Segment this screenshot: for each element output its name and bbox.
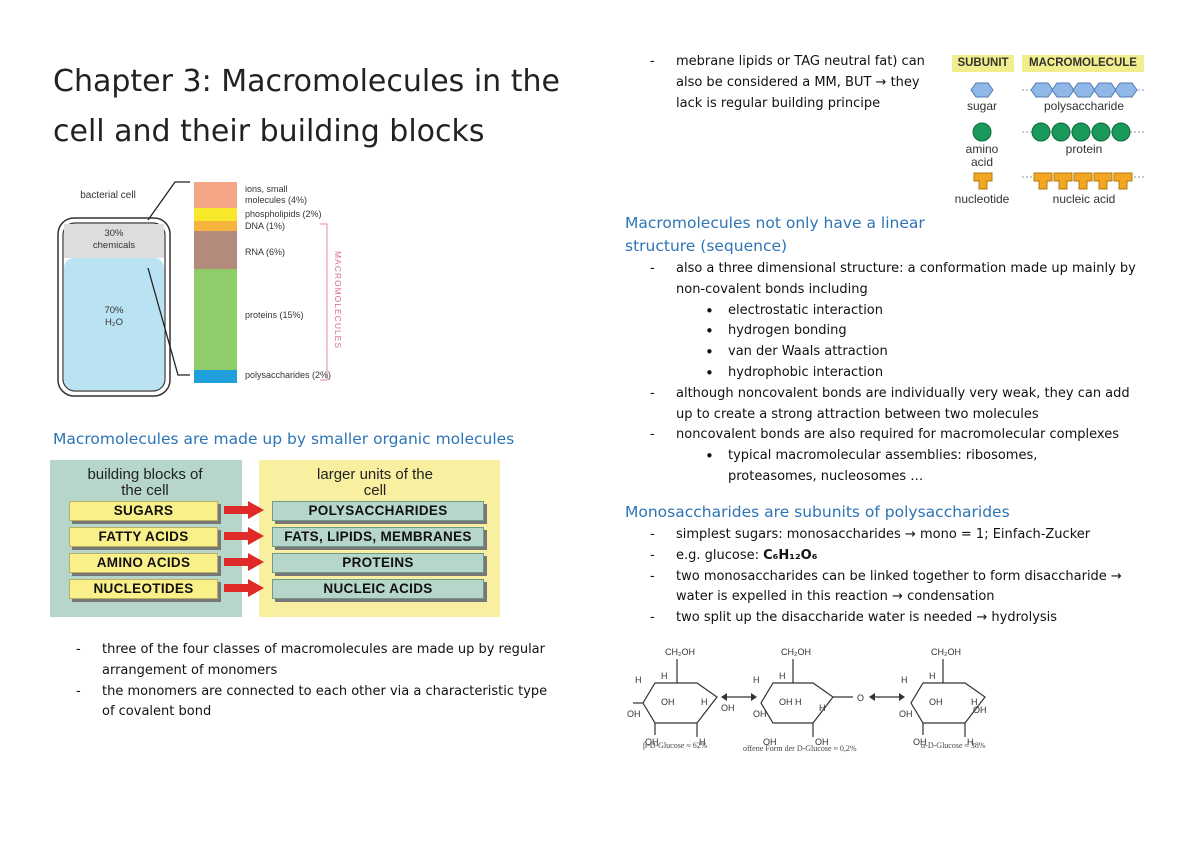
caption-open-form: offene Form der D-Glucose ≈ 0,2% bbox=[743, 744, 857, 753]
svg-text:OH: OH bbox=[973, 705, 987, 715]
section-heading-monosaccharides: Monosaccharides are subunits of polysacc… bbox=[625, 503, 1010, 521]
list-item: simplest sugars: monosaccharides → mono … bbox=[650, 525, 1145, 546]
subunit-header: SUBUNIT bbox=[952, 55, 1014, 72]
subunit-nucleotide: nucleotide bbox=[954, 192, 1010, 206]
unit-fats-lipids-membranes: FATS, LIPIDS, MEMBRANES bbox=[272, 527, 484, 547]
list-item: hydrophobic interaction bbox=[650, 363, 1145, 384]
list-item: typical macromolecular assemblies: ribos… bbox=[650, 446, 1145, 488]
caption-alpha-glucose: α-D-Glucose ≈ 38% bbox=[921, 741, 986, 750]
page-title: Chapter 3: Macromolecules in the cell an… bbox=[53, 64, 560, 149]
glucose-prefix: e.g. glucose: bbox=[676, 547, 764, 563]
svg-text:H: H bbox=[699, 737, 706, 747]
svg-text:OH: OH bbox=[627, 709, 641, 719]
water-label: H₂O bbox=[105, 317, 123, 328]
red-arrow-icon bbox=[224, 501, 264, 519]
svg-text:H: H bbox=[779, 671, 786, 681]
glucose-formula: C₆H₁₂O₆ bbox=[763, 547, 818, 563]
svg-text:OH: OH bbox=[645, 737, 659, 747]
macromolecule-header: MACROMOLECULE bbox=[1022, 55, 1144, 72]
list-item: although noncovalent bonds are individua… bbox=[650, 384, 1145, 426]
block-sugars: SUGARS bbox=[69, 501, 218, 521]
red-arrow-icon bbox=[224, 553, 264, 571]
svg-text:H: H bbox=[661, 671, 668, 681]
larger-units-header: larger units of the cell bbox=[317, 466, 433, 499]
row-label-dna: DNA (1%) bbox=[245, 221, 286, 231]
list-item: two split up the disaccharide water is n… bbox=[650, 608, 1145, 629]
row-label-proteins: proteins (15%) bbox=[245, 310, 304, 320]
row-label-rna: RNA (6%) bbox=[245, 247, 286, 257]
section-heading-structure: Macromolecules not only have a linear st… bbox=[625, 214, 925, 255]
svg-text:OH: OH bbox=[815, 737, 829, 747]
subunit-amino-acid: amino acid bbox=[965, 142, 999, 169]
macro-protein: protein bbox=[1065, 142, 1103, 156]
list-item: hydrogen bonding bbox=[650, 321, 1145, 342]
block-fatty-acids: FATTY ACIDS bbox=[69, 527, 218, 547]
row-label-polysaccharides: polysaccharides (2%) bbox=[245, 370, 332, 380]
block-nucleotides: NUCLEOTIDES bbox=[69, 579, 218, 599]
unit-polysaccharides: POLYSACCHARIDES bbox=[272, 501, 484, 521]
row-label-phospholipids: phospholipids (2%) bbox=[245, 209, 322, 219]
structure-list: also a three dimensional structure: a co… bbox=[650, 259, 1145, 488]
svg-text:OH: OH bbox=[929, 697, 943, 707]
svg-text:H: H bbox=[901, 675, 908, 685]
svg-text:H: H bbox=[753, 675, 760, 685]
building-blocks-header: building blocks of the cell bbox=[87, 466, 203, 499]
svg-text:OH: OH bbox=[763, 737, 777, 747]
unit-nucleic-acids: NUCLEIC ACIDS bbox=[272, 579, 484, 599]
macro-polysaccharide: polysaccharide bbox=[1043, 99, 1125, 113]
list-item: also a three dimensional structure: a co… bbox=[650, 259, 1145, 301]
macromolecules-side-label: MACROMOLECULES bbox=[333, 250, 343, 350]
cell-composition-figure: bacterial cell 30% chemicals 70% H₂O ion… bbox=[50, 170, 360, 400]
svg-text:O: O bbox=[857, 693, 864, 703]
water-pct: 70% bbox=[104, 305, 124, 316]
svg-text:H: H bbox=[971, 697, 978, 707]
monosaccharide-list: simplest sugars: monosaccharides → mono … bbox=[650, 525, 1145, 629]
red-arrow-icon bbox=[224, 527, 264, 545]
svg-text:OH: OH bbox=[753, 709, 767, 719]
list-item: three of the four classes of macromolecu… bbox=[76, 640, 556, 682]
svg-text:OH: OH bbox=[661, 697, 675, 707]
ch2oh-label-3: CH₂OH bbox=[931, 647, 961, 657]
list-item: the monomers are connected to each other… bbox=[76, 682, 556, 724]
monomer-bullets: three of the four classes of macromolecu… bbox=[76, 640, 556, 723]
cell-label: bacterial cell bbox=[80, 190, 136, 201]
list-item: electrostatic interaction bbox=[650, 301, 1145, 322]
unit-proteins: PROTEINS bbox=[272, 553, 484, 573]
svg-text:H: H bbox=[635, 675, 642, 685]
caption-beta-glucose: β-D-Glucose ≈ 62% bbox=[643, 741, 708, 750]
list-item: two monosaccharides can be linked togeth… bbox=[650, 567, 1145, 609]
ch2oh-label-2: CH₂OH bbox=[781, 647, 811, 657]
building-blocks-figure: building blocks of the cell larger units… bbox=[50, 460, 500, 617]
svg-text:H: H bbox=[929, 671, 936, 681]
svg-text:OH: OH bbox=[721, 703, 735, 713]
list-item: mebrane lipids or TAG neutral fat) can a… bbox=[650, 52, 930, 114]
svg-text:OH: OH bbox=[913, 737, 927, 747]
block-amino-acids: AMINO ACIDS bbox=[69, 553, 218, 573]
row-label-ions: ions, small molecules (4%) bbox=[245, 184, 308, 205]
cell-figure-svg bbox=[57, 181, 328, 397]
svg-text:OH H: OH H bbox=[779, 697, 802, 707]
macro-nucleic-acid: nucleic acid bbox=[1052, 192, 1116, 206]
list-item: van der Waals attraction bbox=[650, 342, 1145, 363]
chemicals-label: 30% chemicals bbox=[92, 228, 136, 251]
red-arrow-icon bbox=[224, 579, 264, 597]
ch2oh-label-1: CH₂OH bbox=[665, 647, 695, 657]
svg-text:H: H bbox=[701, 697, 708, 707]
section-heading-building-blocks: Macromolecules are made up by smaller or… bbox=[53, 430, 515, 448]
subunit-shapes-svg bbox=[970, 82, 1146, 190]
subunit-sugar: sugar bbox=[966, 99, 998, 113]
list-item: e.g. glucose: C₆H₁₂O₆ bbox=[650, 546, 1145, 567]
svg-text:OH: OH bbox=[899, 709, 913, 719]
svg-text:H: H bbox=[967, 737, 974, 747]
membrane-lipids-bullet: mebrane lipids or TAG neutral fat) can a… bbox=[650, 52, 930, 114]
svg-text:H: H bbox=[819, 703, 826, 713]
subunit-macromolecule-figure: SUBUNIT MACROMOLECULE sugar polysacchari… bbox=[950, 55, 1150, 207]
list-item: noncovalent bonds are also required for … bbox=[650, 425, 1145, 446]
